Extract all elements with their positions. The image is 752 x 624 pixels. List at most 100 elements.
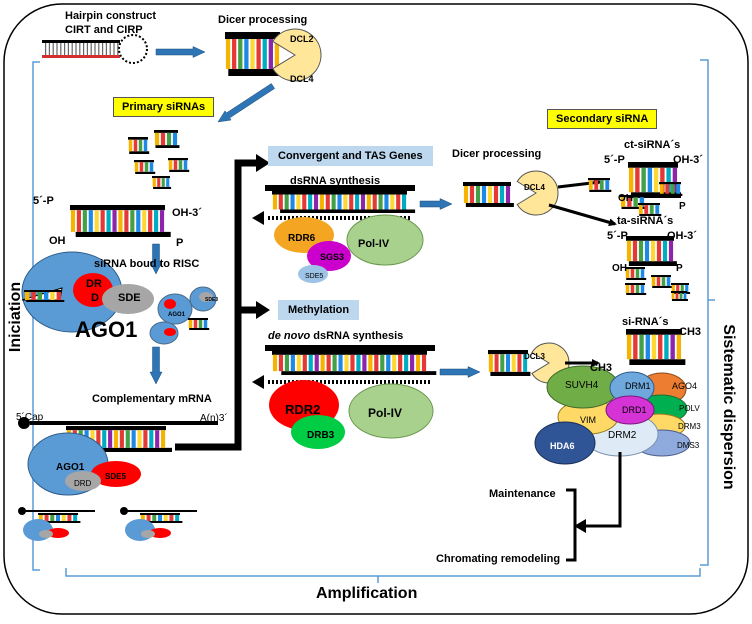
base-pair: [144, 162, 149, 172]
base-pair: [250, 39, 255, 69]
amplification-label: Amplification: [316, 585, 418, 602]
hairpin-rung: [90, 43, 92, 55]
base-pair: [268, 39, 273, 69]
hairpin-rung: [64, 43, 66, 55]
p-label-1: P: [176, 237, 184, 249]
base-pair: [505, 186, 511, 203]
base-pair: [627, 197, 632, 207]
drd1-label: DRD1: [622, 405, 647, 415]
base-pair: [154, 132, 160, 146]
base-pair: [594, 180, 599, 190]
base-pair: [368, 354, 373, 372]
suvh4-label: SUVH4: [565, 380, 599, 391]
strand-bottom: [660, 193, 683, 196]
p5-label-3: 5´-P: [607, 230, 628, 242]
base-pair: [188, 320, 193, 328]
strand-top: [626, 329, 682, 335]
base-pair: [296, 354, 301, 372]
strand-bottom: [281, 371, 437, 375]
pol4-label-a: Pol-IV: [358, 238, 390, 250]
base-pair: [149, 430, 154, 448]
ch3-label-a: CH3: [679, 326, 702, 338]
base-pair: [113, 430, 119, 448]
base-pair: [628, 167, 634, 193]
sirna-duplex-icon: [620, 195, 647, 209]
p-label-2: P: [679, 201, 686, 212]
base-pair: [272, 354, 278, 372]
ago1-small-blob: [157, 293, 193, 325]
an3-label: A(n)3´: [200, 413, 228, 424]
strand-top: [463, 182, 511, 186]
drm1-label: DRM1: [625, 381, 651, 391]
base-pair: [630, 285, 635, 293]
dicer-top-duplex: [225, 32, 284, 76]
base-pair: [337, 194, 342, 210]
sgs3-label: SGS3: [320, 252, 345, 262]
maintenance-bracket: [566, 488, 577, 562]
base-pair: [668, 240, 674, 262]
hairpin-rung: [86, 43, 88, 55]
mrna-strand: [30, 421, 218, 425]
drb3-body: [291, 415, 345, 449]
base-pair: [523, 354, 528, 372]
drd1-body: [605, 395, 655, 425]
base-pair: [139, 162, 144, 172]
strand-bottom: [628, 261, 677, 266]
oh3-label-3: OH-3´: [667, 230, 697, 242]
strand-bottom: [465, 203, 514, 207]
p5-label-2: 5´-P: [604, 154, 625, 166]
p5-label-1: 5´-P: [33, 195, 54, 207]
hairpin-rung: [79, 43, 81, 55]
base-pair: [320, 354, 325, 372]
hairpin-label: Hairpin construct CIRT and CIRP: [65, 10, 157, 36]
base-pair: [119, 430, 124, 448]
sde3-small-label: SDE3: [205, 297, 219, 303]
base-pair: [133, 139, 138, 152]
meth-left-arrowhead: [252, 375, 264, 389]
base-pair: [128, 139, 133, 152]
base-pair: [638, 240, 644, 262]
base-pair: [655, 205, 660, 214]
base-pair: [362, 354, 367, 372]
base-pair: [384, 194, 389, 210]
base-pair: [140, 515, 145, 521]
base-pair: [670, 184, 675, 194]
strand-top: [625, 267, 645, 270]
hairpin-rung: [75, 43, 77, 55]
base-pair: [137, 430, 142, 448]
hairpin-rung: [45, 43, 47, 55]
base-pair: [517, 354, 522, 372]
rdr6-label: RDR6: [288, 233, 316, 244]
base-pair: [685, 285, 689, 292]
base-pair: [138, 139, 143, 152]
drm3-label: DRM3: [678, 422, 701, 431]
base-pair: [671, 285, 675, 292]
base-pair: [24, 292, 30, 300]
base-pair: [626, 240, 632, 262]
base-pair: [238, 39, 243, 69]
base-pair: [37, 292, 43, 300]
base-pair: [676, 334, 682, 360]
oh-label-3: OH: [612, 263, 627, 274]
base-pair: [183, 160, 188, 170]
strand-top: [38, 513, 78, 515]
arrow-to-ta: [548, 203, 617, 227]
strand-top: [168, 158, 188, 161]
base-pair: [675, 293, 679, 299]
base-pair: [172, 132, 178, 146]
strand-top: [620, 195, 645, 198]
base-pair: [679, 293, 683, 299]
base-pair: [506, 354, 510, 372]
ct-sirna-label: ct-siRNA´s: [624, 139, 681, 151]
base-pair: [50, 515, 55, 521]
strand-bottom: [129, 151, 150, 154]
hairpin-rung: [94, 43, 96, 55]
base-pair: [415, 354, 421, 372]
base-pair: [661, 277, 666, 286]
base-pair: [625, 269, 630, 278]
strand-bottom: [155, 145, 180, 148]
dr-label: DR: [86, 278, 102, 290]
ago1-small-label: AGO1: [168, 312, 186, 318]
arrowhead-convergent: [256, 154, 270, 172]
arrow-to-ct: [557, 178, 602, 189]
